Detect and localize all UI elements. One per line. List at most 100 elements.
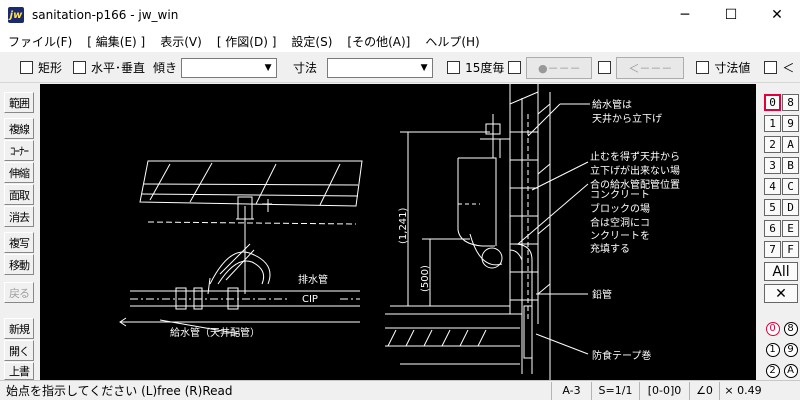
layer-e-button[interactable]: E [782,220,799,237]
status-message: 始点を指示してください (L)free (R)Read [6,384,233,398]
dimvalue-label: 寸法値 [714,61,751,75]
dot-checkbox[interactable] [508,61,522,74]
tool-overwrite-button[interactable]: 上書 [4,362,34,380]
tool-copy-button[interactable]: 複写 [4,232,34,253]
layer-a-button[interactable]: A [782,136,799,153]
layer-5-button[interactable]: 5 [764,199,781,216]
drawing-labels: 排水管 CIP 給水管（天井配管） (1,241) (500) 給水管は 天井か… [170,98,680,362]
lt-option[interactable]: ＜ [764,59,794,76]
tool-multiline-button[interactable]: 複線 [4,118,34,139]
control-toolbar: 矩形 水平･垂直 傾き ▼ 寸法 ▼ 15度毎 ●－－－ ＜－－－ 寸法値 ＜ [0,53,800,83]
menu-settings[interactable]: 設定(S) [291,34,333,49]
dimvalue-checkbox[interactable] [696,61,710,74]
hv-label: 水平･垂直 [91,61,146,75]
tool-chamfer-button[interactable]: 面取 [4,184,34,205]
rect-option[interactable]: 矩形 [20,59,62,76]
layer-indicator[interactable]: [0-0]0 [639,381,689,400]
tilt-combo[interactable]: ▼ [181,57,278,78]
tool-stretch-button[interactable]: 伸縮 [4,162,34,183]
layer-group-2-label: 2 [765,363,780,378]
dim-label: 寸法 [293,61,318,75]
layer-group-1-button[interactable]: 1 [764,341,781,358]
layer-1-button[interactable]: 1 [764,115,781,132]
layer-group-2-button[interactable]: 2 [764,362,781,379]
layer-close-icon[interactable]: ✕ [764,284,798,303]
tool-open-button[interactable]: 開く [4,340,34,361]
layer-group-1-label: 1 [765,342,780,357]
deg15-checkbox[interactable] [447,61,461,74]
label-tape: 防食テープ巻 [592,349,651,362]
note-long-8: 充填する [590,242,630,255]
layer-group-a-button[interactable]: A [782,362,799,379]
layer-group-9-button[interactable]: 9 [782,341,799,358]
window-controls: ─ ☐ ✕ [662,0,800,30]
note-long-5: ブロックの場 [590,202,650,215]
paper-size[interactable]: A-3 [551,381,591,400]
label-cip: CIP [302,294,318,305]
hv-option[interactable]: 水平･垂直 [73,59,145,76]
layer-d-button[interactable]: D [782,199,799,216]
title-bar: jw sanitation-p166 - jw_win ─ ☐ ✕ [0,0,800,30]
menu-bar: ファイル(F) [ 編集(E) ] 表示(V) [ 作図(D) ] 設定(S) … [0,30,800,52]
hv-checkbox[interactable] [73,61,87,74]
minimize-button[interactable]: ─ [680,7,690,23]
lt-checkbox[interactable] [764,61,778,74]
menu-draw[interactable]: [ 作図(D) ] [216,34,277,49]
tilt-dropdown-icon[interactable]: ▼ [264,62,272,73]
drawing-canvas[interactable]: 排水管 CIP 給水管（天井配管） (1,241) (500) 給水管は 天井か… [40,84,756,380]
tool-corner-button[interactable]: ｺｰﾅｰ [4,140,34,161]
arrow-checkbox[interactable] [598,61,612,74]
dimvalue-option[interactable]: 寸法値 [696,59,750,76]
layer-group-a-label: A [783,363,798,378]
layer-all-button[interactable]: All [764,262,798,281]
lt-label: ＜ [782,61,795,75]
menu-file[interactable]: ファイル(F) [8,34,73,49]
rect-checkbox[interactable] [20,61,33,74]
layer-group-0-label: 0 [765,321,780,336]
note-long-6: 合は空洞にコ [590,216,650,229]
layer-group-0-button[interactable]: 0 [764,320,781,337]
dot-option: ●－－－ [508,56,593,79]
tool-new-button[interactable]: 新規 [4,318,34,339]
tool-erase-button[interactable]: 消去 [4,206,34,227]
layer-c-button[interactable]: C [782,178,799,195]
angle-indicator[interactable]: ∠0 [689,381,719,400]
layer-6-button[interactable]: 6 [764,220,781,237]
drawing-lines [119,84,590,380]
menu-help[interactable]: ヘルプ(H) [425,34,480,49]
note-supply-1: 給水管は [592,98,632,111]
layer-8-button[interactable]: 8 [782,94,799,111]
tool-move-button[interactable]: 移動 [4,254,34,275]
layer-group-9-label: 9 [783,342,798,357]
tool-range-button[interactable]: 範囲 [4,92,34,113]
dim-group: 寸法 ▼ [293,57,434,78]
dot-line-button[interactable]: ●－－－ [526,56,593,79]
maximize-button[interactable]: ☐ [724,7,738,23]
label-lead-pipe: 鉛管 [592,288,612,301]
deg15-option[interactable]: 15度毎 [447,59,504,76]
layer-4-button[interactable]: 4 [764,178,781,195]
layer-b-button[interactable]: B [782,157,799,174]
layer-f-button[interactable]: F [782,241,799,258]
menu-view[interactable]: 表示(V) [160,34,202,49]
arrow-line-button[interactable]: ＜－－－ [616,56,685,79]
note-long-2: 立下げが出来ない場 [590,164,680,177]
menu-edit[interactable]: [ 編集(E) ] [87,34,146,49]
layer-group-8-button[interactable]: 8 [782,320,799,337]
layer-7-button[interactable]: 7 [764,241,781,258]
note-long-4: コンクリート [590,189,650,201]
scale-indicator[interactable]: S=1/1 [591,381,639,400]
tool-undo-button[interactable]: 戻る [4,282,34,303]
layer-9-button[interactable]: 9 [782,115,799,132]
layer-2-button[interactable]: 2 [764,136,781,153]
menu-other[interactable]: [その他(A)] [347,34,411,49]
window-title: sanitation-p166 - jw_win [32,8,179,22]
layer-3-button[interactable]: 3 [764,157,781,174]
dim-combo[interactable]: ▼ [327,57,434,78]
dim-dropdown-icon[interactable]: ▼ [420,62,428,73]
close-button[interactable]: ✕ [771,7,783,23]
layer-0-button[interactable]: 0 [764,94,781,111]
tilt-group: 傾き ▼ [153,57,278,78]
label-dim-500: (500) [420,265,431,292]
zoom-indicator[interactable]: × 0.49 [719,381,766,400]
